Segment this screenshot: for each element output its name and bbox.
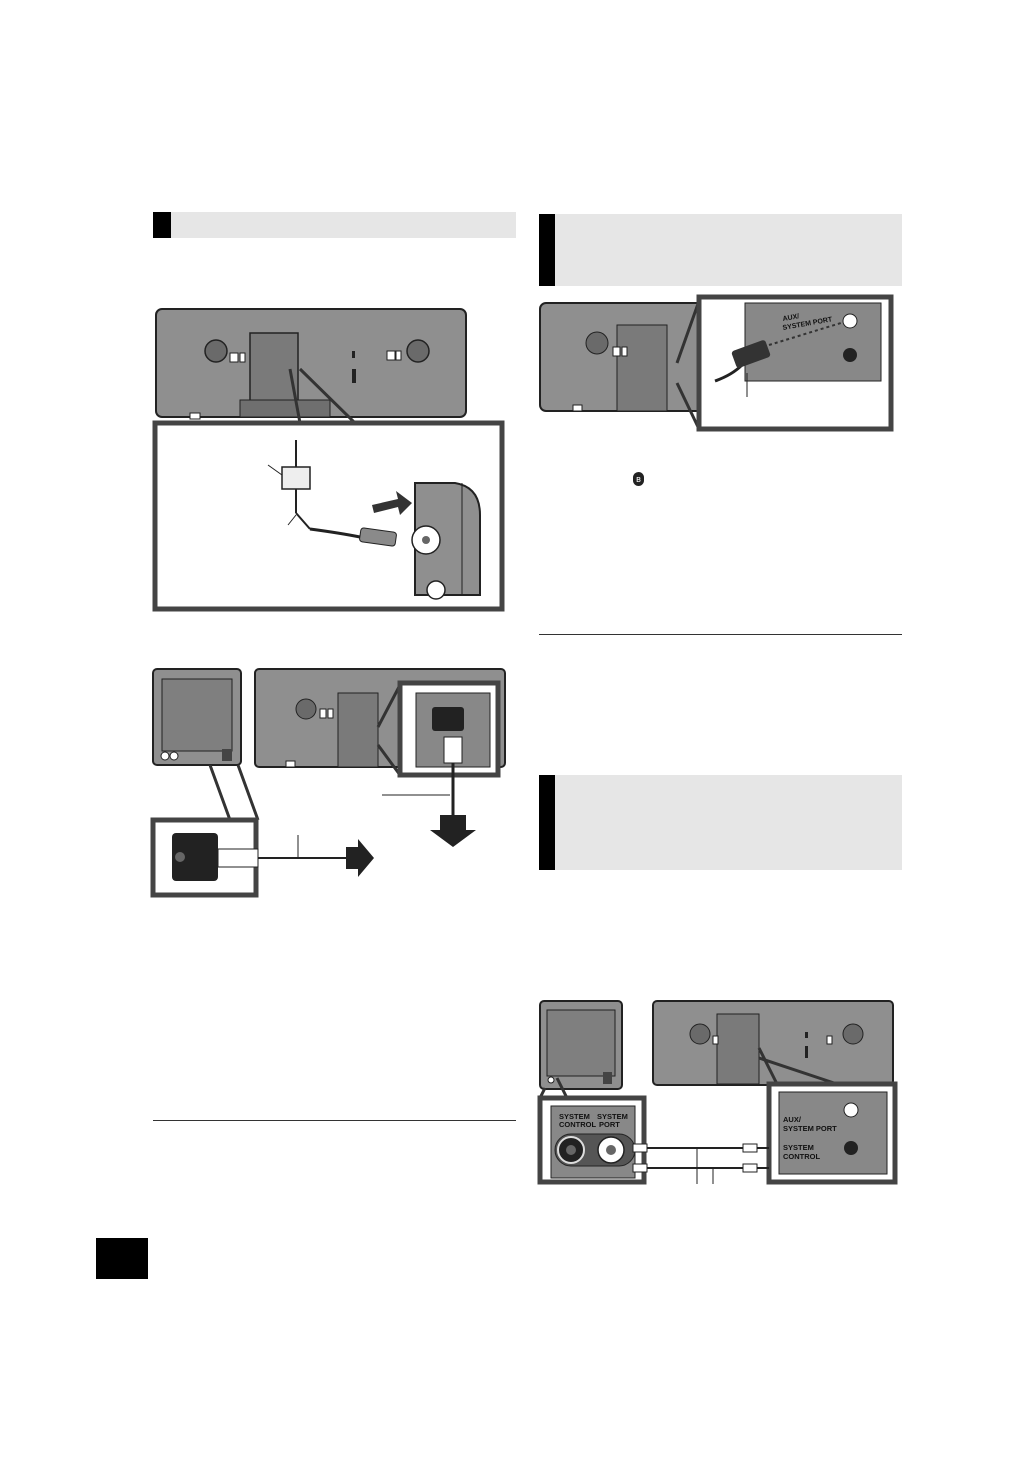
figure-antenna-connection [150,305,510,615]
section-header-system [539,775,902,870]
system-control-main-label-line1: SYSTEM [783,1143,814,1152]
system-port-label-line2: PORT [599,1120,620,1129]
divider-left [153,1120,516,1121]
aux-system-port-label-line1: AUX/ [783,1115,802,1124]
system-control-label-line2: CONTROL [559,1120,596,1129]
figure-aux-connection: AUX/ SYSTEM PORT [537,293,897,438]
section-header-antenna [153,212,516,238]
divider-right [539,634,902,635]
page-number-tab [96,1238,148,1279]
figure-system-connection: SYSTEM CONTROL SYSTEM PORT AUX/ SYSTEM P… [537,998,899,1186]
system-port-label-line1: SYSTEM [597,1112,628,1121]
section-header-aux [539,214,902,286]
aux-system-port-label-line2: SYSTEM PORT [783,1124,837,1133]
figure-power-connection [150,665,510,900]
section-marker [539,775,555,870]
system-control-label-line1: SYSTEM [559,1112,590,1121]
aux-jack-label-line1: AUX/ [782,313,800,323]
section-marker [153,212,171,238]
system-control-main-label-line2: CONTROL [783,1152,820,1161]
section-marker [539,214,555,286]
bluetooth-icon: ʙ [633,472,644,486]
